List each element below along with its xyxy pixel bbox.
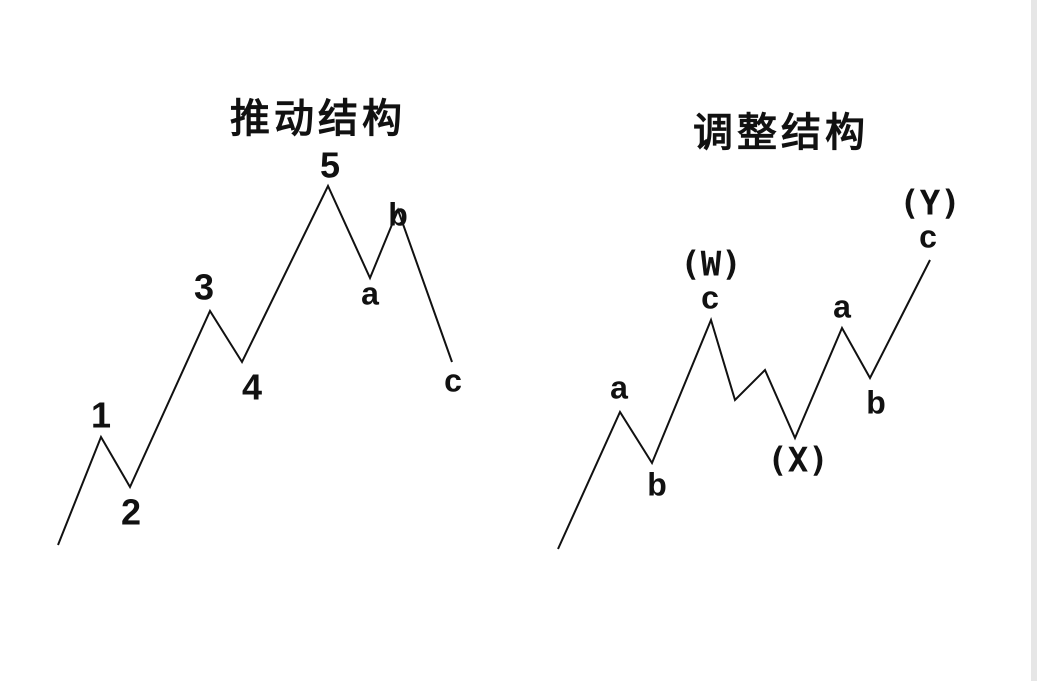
correction-label-a1: a [610,369,628,405]
correction-structure-title: 调整结构 [693,109,869,156]
correction-label-a2: a [833,288,851,324]
correction-label-x: (X) [767,441,828,481]
impulse-label-1: 1 [91,395,111,436]
right-edge-border [1031,0,1037,681]
impulse-label-3: 3 [194,267,214,308]
impulse-label-b: b [388,196,408,232]
impulse-label-4: 4 [242,367,262,408]
impulse-structure-title: 推动结构 [230,95,406,142]
impulse-label-a: a [361,275,379,311]
impulse-label-2: 2 [121,492,141,533]
correction-wave-path [557,259,931,550]
correction-label-b1: b [647,466,667,502]
correction-label-c2: c [919,218,937,254]
correction-label-y: (Y) [899,184,960,224]
correction-label-b2: b [866,384,886,420]
impulse-label-c: c [444,362,462,398]
correction-label-w: (W) [680,245,741,285]
impulse-wave-path [57,183,453,546]
impulse-label-5: 5 [320,145,340,186]
correction-label-c1: c [701,279,719,315]
